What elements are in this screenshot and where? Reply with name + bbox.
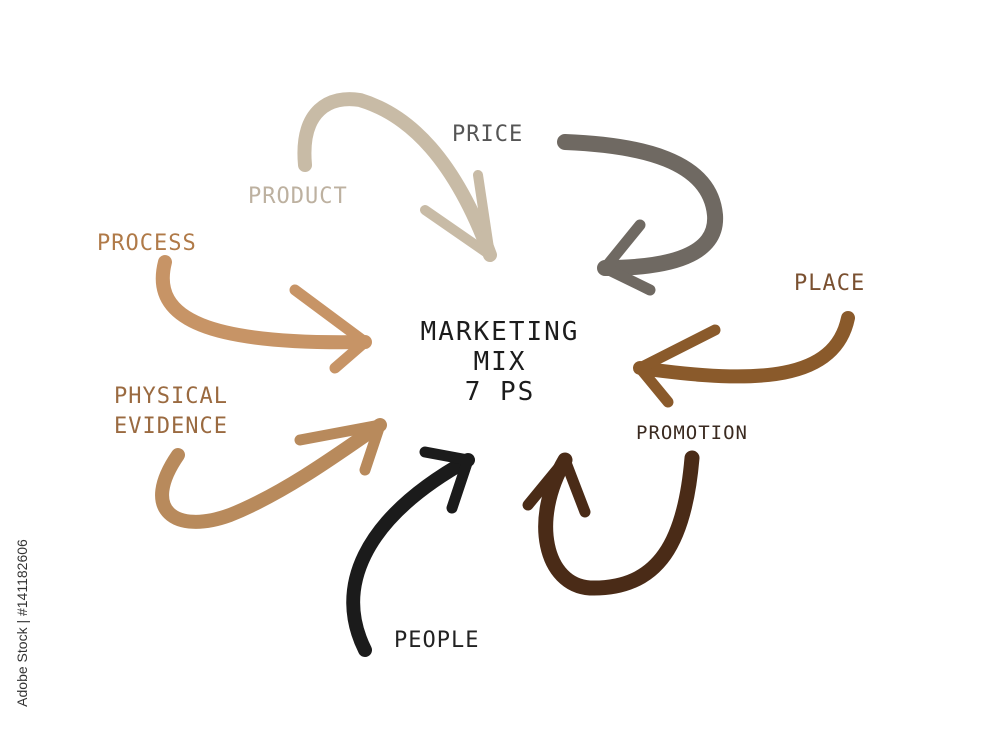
- arrow-place: [633, 311, 855, 408]
- watermark: Adobe Stock | #141182606: [8, 518, 36, 728]
- label-physical-evidence: PHYSICAL EVIDENCE: [114, 384, 228, 439]
- arrow-promotion: [522, 450, 700, 596]
- center-title: MARKETING MIX 7 PS: [380, 317, 620, 408]
- arrow-product: [297, 92, 497, 262]
- center-line-2: MIX: [473, 346, 527, 377]
- watermark-text: Adobe Stock | #141182606: [14, 539, 30, 707]
- label-promotion: PROMOTION: [636, 422, 748, 444]
- arrow-process: [155, 255, 372, 374]
- label-people: PEOPLE: [394, 628, 480, 653]
- arrow-price: [557, 134, 724, 296]
- label-price: PRICE: [452, 122, 524, 147]
- label-product: PRODUCT: [248, 184, 348, 209]
- arrow-physical-evidence: [155, 418, 387, 529]
- label-process: PROCESS: [97, 231, 197, 256]
- center-line-1: MARKETING: [420, 317, 580, 347]
- arrow-people: [346, 446, 475, 657]
- label-place: PLACE: [794, 271, 866, 296]
- center-line-3: 7 PS: [464, 376, 536, 407]
